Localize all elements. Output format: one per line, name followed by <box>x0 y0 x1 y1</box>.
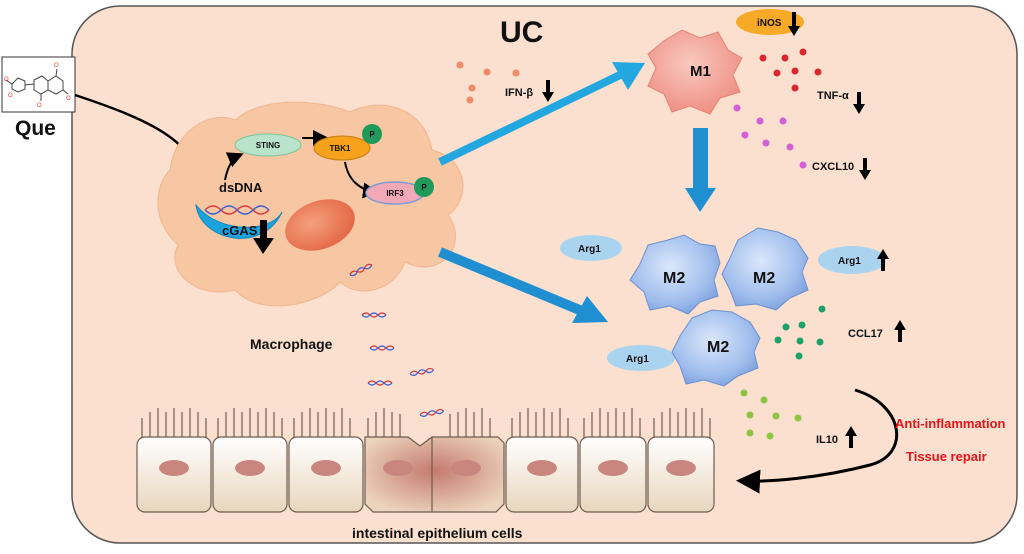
arrow-m1-to-m2 <box>685 128 716 212</box>
cxcl10-dots <box>733 104 807 169</box>
sting-label: STING <box>256 141 280 150</box>
tissue-repair-label: Tissue repair <box>906 449 987 464</box>
il10-label: IL10 <box>816 434 838 446</box>
dna-fragments <box>349 263 445 417</box>
anti-inflammation-label: Anti-inflammation <box>895 416 1006 431</box>
m2-cell-bottom <box>671 309 761 387</box>
svg-text:O: O <box>4 77 9 83</box>
quercetin-structure: O O O O O <box>1 56 76 113</box>
inos-marker <box>736 9 804 35</box>
macrophage-nucleus <box>285 199 355 251</box>
cxcl10-down-arrow <box>859 158 871 180</box>
arg1-label-right: Arg1 <box>838 256 861 267</box>
ifn-beta-label: IFN-β <box>505 87 533 99</box>
tbk1-label: TBK1 <box>330 144 351 153</box>
que-label: Que <box>15 117 56 140</box>
ccl17-up-arrow <box>894 320 906 342</box>
arrow-to-m2 <box>438 247 608 323</box>
macrophage-label: Macrophage <box>250 336 333 352</box>
title-uc: UC <box>500 16 543 49</box>
cgas-down-arrow <box>253 220 274 254</box>
repair-return-arrow <box>736 388 899 494</box>
sting-protein <box>234 133 302 157</box>
m1-label: M1 <box>690 63 711 80</box>
irf3-label: IRF3 <box>386 189 404 198</box>
svg-text:O: O <box>8 93 13 99</box>
svg-text:O: O <box>66 96 71 102</box>
ccl17-label: CCL17 <box>848 328 883 340</box>
tbk1-phospho-label: P <box>369 130 375 139</box>
arrow-to-m1 <box>438 62 645 166</box>
inos-label: iNOS <box>757 18 782 29</box>
dsdna-label: dsDNA <box>219 180 263 195</box>
arg1-marker-right <box>818 246 886 274</box>
arg1-label-bottom: Arg1 <box>626 354 649 365</box>
intestinal-epithelium <box>136 408 715 513</box>
arg1-marker-left <box>560 235 622 261</box>
tnf-alpha-label: TNF-α <box>817 90 849 102</box>
tbk1-phospho <box>362 124 382 144</box>
tbk1-protein <box>313 135 371 161</box>
m2-label-left: M2 <box>663 270 685 287</box>
cxcl10-label: CXCL10 <box>812 161 854 173</box>
arg1-up-arrow <box>877 249 889 271</box>
m2-label-bottom: M2 <box>707 339 729 356</box>
tnf-alpha-down-arrow <box>853 92 865 114</box>
il10-dots <box>740 389 802 440</box>
m1-cell <box>647 29 743 115</box>
arg1-label-left: Arg1 <box>578 244 601 255</box>
il10-up-arrow <box>845 426 857 448</box>
ifn-beta-down-arrow <box>542 80 554 102</box>
m2-cell-left <box>629 234 721 315</box>
svg-text:O: O <box>54 63 59 69</box>
m2-label-right: M2 <box>753 270 775 287</box>
arg1-marker-bottom <box>607 345 675 371</box>
dsdna-to-sting-arrow <box>224 152 244 181</box>
irf3-phospho-label: P <box>421 183 427 192</box>
epithelium-label: intestinal epithelium cells <box>352 525 523 541</box>
m2-cell-right <box>721 227 809 311</box>
svg-text:O: O <box>37 103 42 109</box>
ccl17-dots <box>774 305 826 360</box>
ifn-beta-dots <box>456 61 520 104</box>
dsdna-strand-blue <box>204 205 270 215</box>
inos-down-arrow <box>788 12 800 36</box>
irf3-phospho <box>414 177 434 197</box>
cgas-label: cGAS <box>222 223 258 238</box>
tnf-alpha-dots <box>759 48 822 92</box>
